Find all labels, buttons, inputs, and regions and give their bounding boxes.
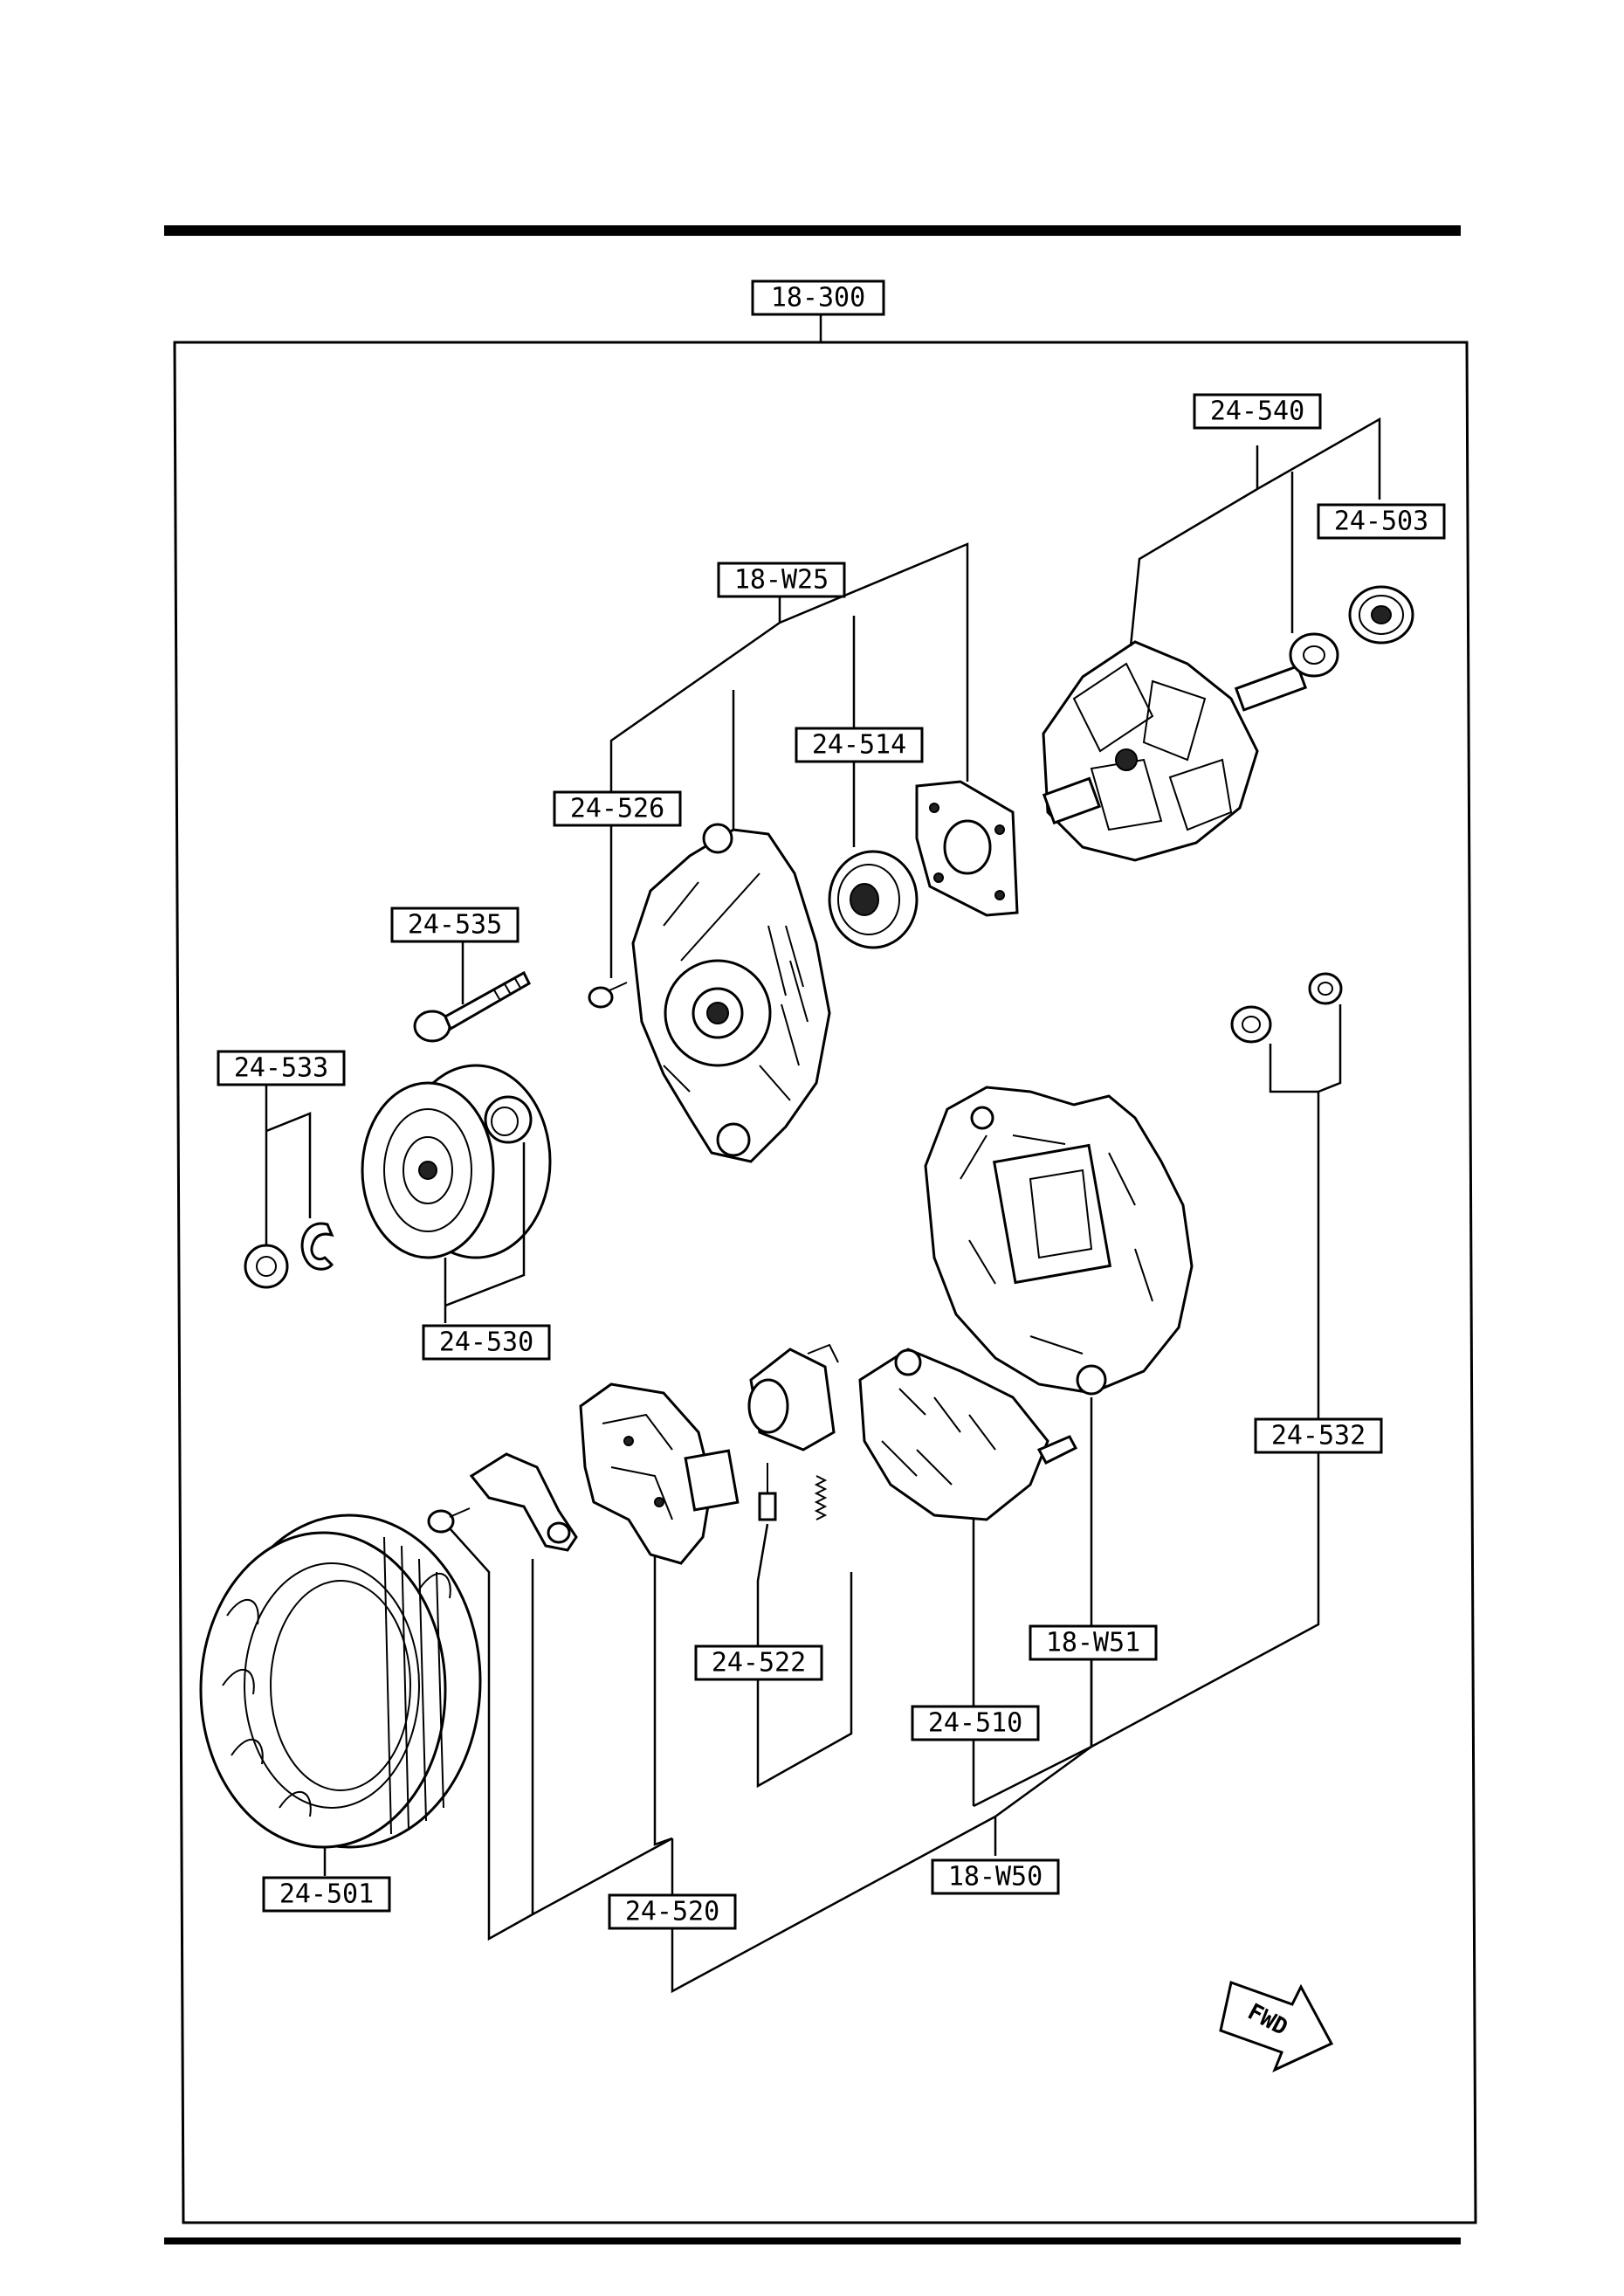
retainer-plate-part — [915, 780, 1019, 917]
diagram-frame — [173, 341, 1477, 2224]
pulley-part — [361, 1064, 552, 1259]
svg-text:24-510: 24-510 — [928, 1708, 1022, 1739]
front-screw-part — [588, 982, 628, 1009]
label-assembly: 18-300 — [751, 279, 885, 316]
front-bearing-part — [828, 850, 919, 949]
svg-text:18-300: 18-300 — [771, 283, 865, 314]
terminal-bracket-part — [469, 1452, 578, 1552]
svg-text:24-532: 24-532 — [1271, 1421, 1366, 1451]
fwd-arrow: FWD — [1219, 1981, 1334, 2072]
svg-text:18-W50: 18-W50 — [948, 1862, 1043, 1893]
brush-part — [758, 1463, 777, 1521]
regulator-part — [579, 1382, 740, 1565]
bottom-rule — [164, 2237, 1461, 2244]
regulator-screw-part — [427, 1507, 471, 1534]
svg-text:24-520: 24-520 — [625, 1897, 719, 1927]
stator-part — [199, 1513, 482, 1849]
label-rotor-nut: 24-503 — [1317, 503, 1446, 540]
svg-text:24-533: 24-533 — [234, 1053, 328, 1084]
insulator-parts — [1230, 972, 1343, 1044]
rectifier-part — [858, 1348, 1078, 1521]
svg-text:24-535: 24-535 — [408, 910, 502, 941]
label-insulator: 24-532 — [1254, 1417, 1383, 1454]
svg-text:18-W25: 18-W25 — [734, 565, 829, 596]
label-front-housing: 18-W25 — [717, 562, 846, 598]
rear-bearing-part — [1348, 585, 1414, 645]
label-bearing-front: 24-514 — [795, 727, 924, 763]
pulley-nut-part — [244, 1244, 289, 1289]
label-rear-housing: 18-W51 — [1029, 1624, 1158, 1661]
svg-text:24-501: 24-501 — [279, 1879, 374, 1910]
brush-spring-part — [814, 1475, 828, 1520]
svg-text:24-526: 24-526 — [570, 794, 664, 824]
label-through-bolt: 24-535 — [390, 907, 520, 943]
brush-holder-part — [747, 1343, 839, 1451]
svg-text:24-503: 24-503 — [1334, 507, 1428, 537]
pulley-spacer-part — [484, 1095, 533, 1144]
svg-text:18-W51: 18-W51 — [1046, 1628, 1140, 1658]
pulley-clip-part — [300, 1222, 334, 1271]
label-brush: 24-522 — [694, 1644, 823, 1681]
label-rotor: 24-540 — [1193, 393, 1322, 430]
rotor-part — [1042, 640, 1308, 862]
front-housing-part — [631, 823, 831, 1163]
svg-text:24-514: 24-514 — [812, 730, 906, 761]
svg-text:24-530: 24-530 — [439, 1327, 533, 1358]
rotor-washer-part — [1289, 632, 1339, 678]
rear-housing-part — [924, 1086, 1194, 1396]
top-rule — [164, 225, 1461, 236]
svg-text:24-522: 24-522 — [712, 1648, 806, 1679]
label-stator: 24-501 — [262, 1876, 391, 1913]
label-pulley: 24-530 — [422, 1324, 551, 1361]
label-rear-assy: 18-W50 — [931, 1858, 1060, 1895]
through-bolt-part — [413, 970, 531, 1043]
label-regulator: 24-520 — [608, 1893, 737, 1930]
svg-text:24-540: 24-540 — [1210, 396, 1304, 427]
label-pulley-nut: 24-533 — [217, 1050, 346, 1086]
label-rectifier: 24-510 — [911, 1705, 1040, 1741]
label-screw-front: 24-526 — [553, 790, 682, 827]
